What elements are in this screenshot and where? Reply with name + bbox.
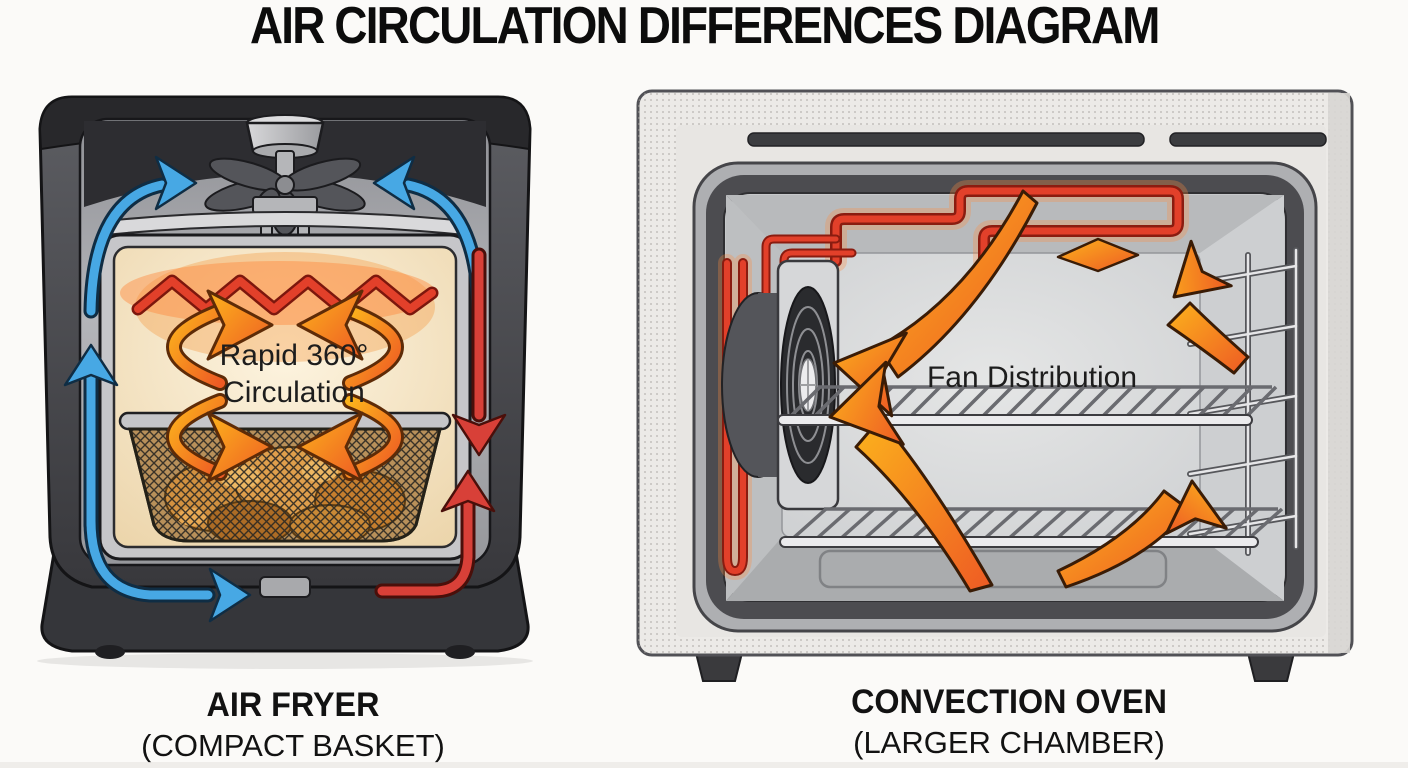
hot-exhaust-arrows <box>374 247 507 599</box>
convection-fan-icon <box>721 259 840 511</box>
airflow-ribbon <box>1056 489 1190 589</box>
airflow-ribbon <box>854 417 994 593</box>
airflow-ribbon <box>876 189 1039 379</box>
fryer-fan-assembly <box>104 114 466 248</box>
oven-legs <box>694 652 1296 682</box>
airflow-arrowhead <box>1172 239 1233 299</box>
oven-caption: CONVECTION OVEN (LARGER CHAMBER) <box>843 683 1175 761</box>
oven-leg <box>1246 652 1296 682</box>
airflow-diamond <box>1056 237 1140 273</box>
page-title: AIR CIRCULATION DIFFERENCES DIAGRAM <box>0 0 1408 56</box>
cool-air-arrows <box>63 155 487 623</box>
circulation-arrowheads <box>206 289 364 483</box>
air-fryer-annotation-line1: Rapid 360° <box>219 339 369 372</box>
oven-floor-recess <box>818 549 1168 589</box>
bottom-edge-strip <box>0 762 1408 768</box>
fryer-foot <box>95 645 125 659</box>
circulation-ribbons <box>166 303 404 481</box>
airflow-arrowhead <box>828 360 905 446</box>
airflow-arrows <box>828 189 1250 593</box>
air-fryer-annotation: Rapid 360° Circulation <box>220 337 369 411</box>
food-basket <box>118 411 452 543</box>
oven-caption-subtitle: (LARGER CHAMBER) <box>853 725 1165 760</box>
oven-vent <box>747 132 1145 147</box>
oven-leg <box>694 652 744 682</box>
heating-element-icon <box>131 274 439 316</box>
air-fryer-illustration <box>37 95 533 669</box>
fryer-foot <box>445 645 475 659</box>
air-fryer-caption: AIR FRYER (COMPACT BASKET) <box>141 686 445 764</box>
airflow-arrowhead <box>832 331 908 418</box>
convection-oven-illustration <box>636 89 1354 682</box>
airflow-ribbon <box>1166 301 1250 375</box>
air-fryer-annotation-line2: Circulation <box>223 376 365 409</box>
airflow-arrowhead <box>1164 479 1228 535</box>
oven-annotation: Fan Distribution <box>926 361 1138 394</box>
air-fryer-caption-subtitle: (COMPACT BASKET) <box>141 728 445 763</box>
oven-caption-title: CONVECTION OVEN <box>851 683 1167 721</box>
oven-vent <box>1169 132 1327 147</box>
drawer-notch <box>259 576 311 598</box>
air-fryer-caption-title: AIR FRYER <box>206 686 380 724</box>
page-title-text: AIR CIRCULATION DIFFERENCES DIAGRAM <box>249 0 1160 55</box>
